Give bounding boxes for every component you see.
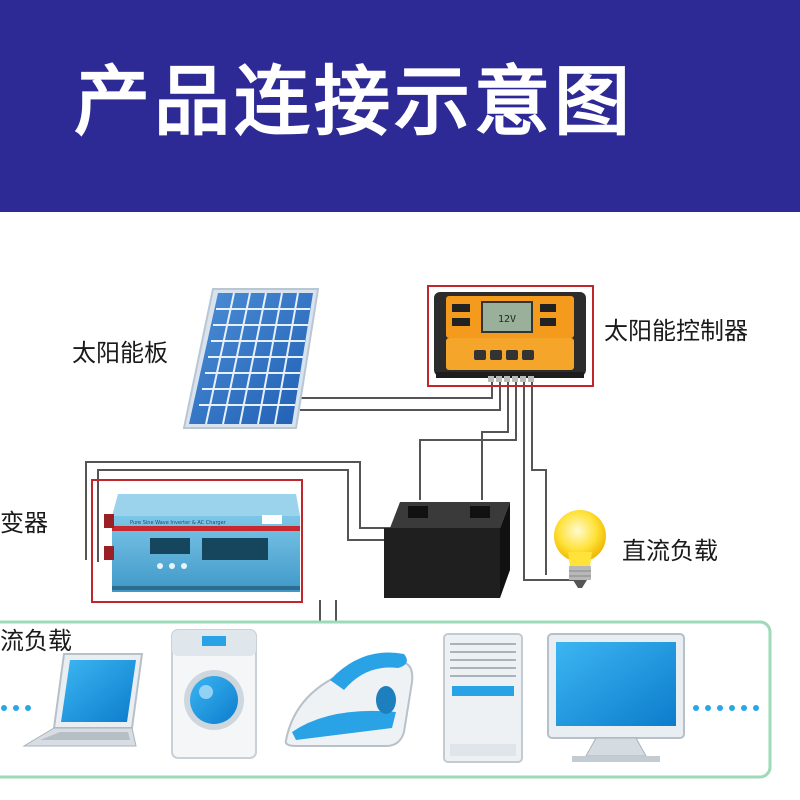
label-ac-load: 流负载 <box>0 627 72 655</box>
label-inverter: 变器 <box>0 509 48 537</box>
battery-icon <box>384 502 510 598</box>
charge-controller-icon: 12V <box>434 292 586 382</box>
ac-load-frame <box>0 620 772 779</box>
tv-monitor-icon <box>547 633 685 762</box>
dots-left <box>1 705 31 711</box>
light-bulb-icon <box>554 510 606 588</box>
label-dc-load: 直流负载 <box>622 537 718 565</box>
page-title: 产品连接示意图 <box>74 57 634 146</box>
washing-machine-icon <box>171 629 257 759</box>
header-banner: 产品连接示意图 <box>0 0 800 212</box>
laptop-icon <box>22 653 144 747</box>
connection-diagram: 12V Pure Sine Wave Inverter & AC Charger <box>0 285 772 779</box>
wires <box>85 380 578 622</box>
label-controller: 太阳能控制器 <box>604 317 748 345</box>
inverter-icon: Pure Sine Wave Inverter & AC Charger <box>104 494 300 592</box>
label-solar-panel: 太阳能板 <box>72 339 168 367</box>
controller-highlight-frame <box>427 285 594 387</box>
inverter-highlight-frame <box>91 479 303 603</box>
dots-right <box>693 705 759 711</box>
inverter-panel-label: Pure Sine Wave Inverter & AC Charger <box>130 520 227 526</box>
solar-panel-icon <box>182 288 320 429</box>
air-conditioner-icon <box>443 633 523 763</box>
iron-icon <box>284 652 414 747</box>
controller-display: 12V <box>498 314 516 325</box>
